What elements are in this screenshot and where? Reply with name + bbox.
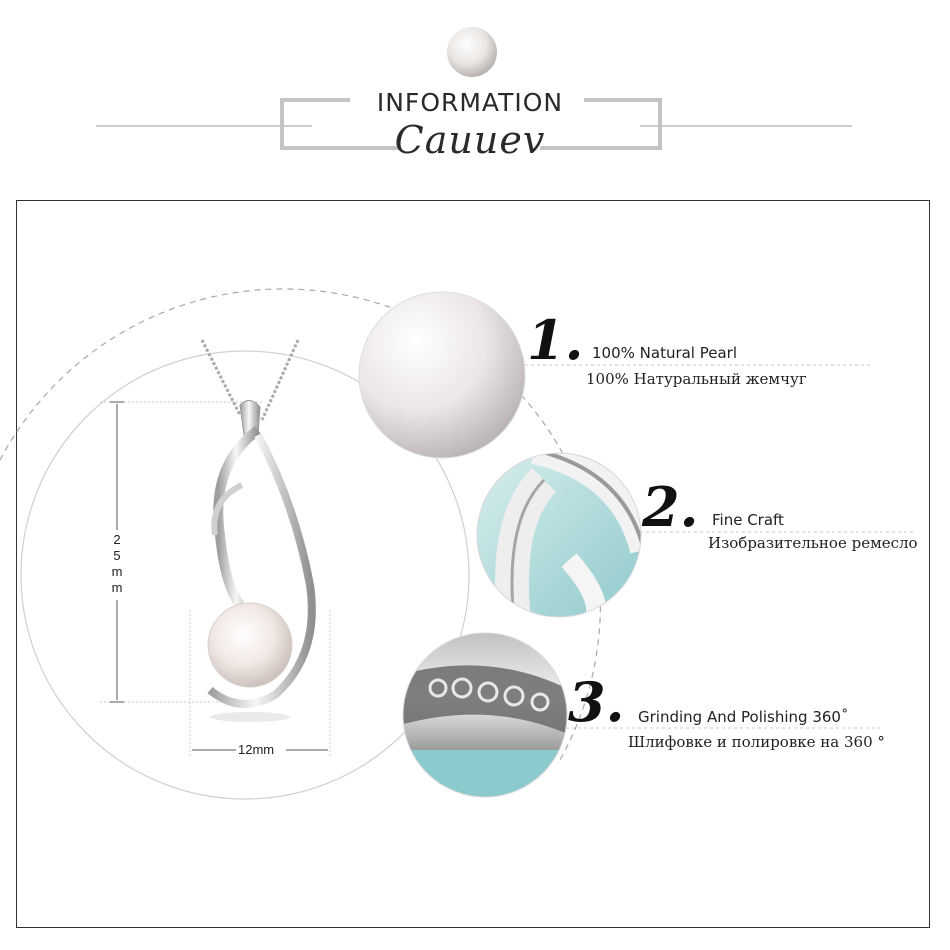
feature-3-ru: Шлифовке и полировке на 360 ° — [628, 733, 885, 751]
detail-image-pearl — [358, 291, 526, 459]
feature-2-ru: Изобразительное ремесло — [708, 534, 918, 552]
height-dim-char: m — [111, 580, 123, 595]
detail-image-polish — [402, 632, 568, 798]
header-ornament — [96, 98, 852, 150]
height-dim-char: m — [111, 564, 123, 579]
feature-number-3: 3. — [568, 670, 625, 734]
feature-2-en: Fine Craft — [712, 511, 784, 529]
feature-number-1: 1. — [527, 308, 584, 372]
header-pearl-image — [447, 27, 497, 77]
header-title: INFORMATION — [376, 88, 564, 117]
feature-1-ru: 100% Натуральный жемчуг — [586, 370, 807, 388]
detail-image-craft — [476, 452, 642, 618]
feature-3-en: Grinding And Polishing 360˚ — [638, 708, 849, 726]
width-dimension-label: 12mm — [238, 742, 275, 757]
height-dim-char: 5 — [113, 548, 121, 563]
info-frame — [16, 200, 930, 928]
pendant-image — [200, 339, 316, 722]
feature-1-en: 100% Natural Pearl — [592, 344, 738, 362]
height-dim-char: 2 — [113, 532, 121, 547]
brand-logo: Cauuev — [394, 118, 546, 162]
height-dimension-label: 2 5 m m — [110, 532, 124, 596]
feature-number-2: 2. — [642, 475, 699, 539]
